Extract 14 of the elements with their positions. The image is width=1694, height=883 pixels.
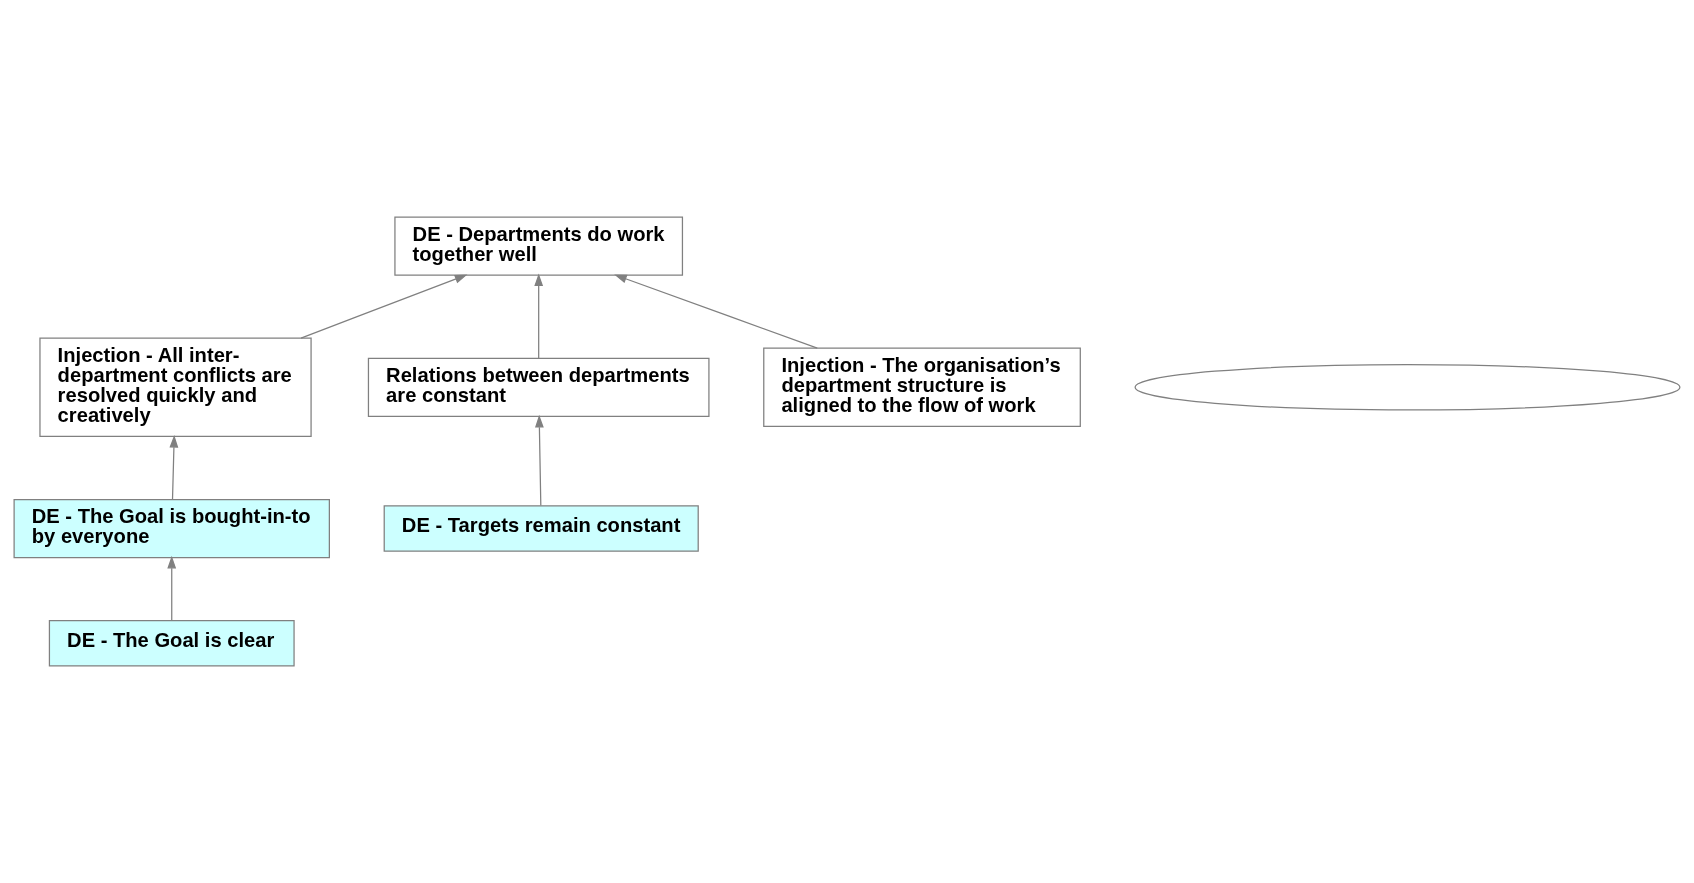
node-box: Injection - All inter-department conflicts are resolved quickly and creatively: [39, 337, 312, 438]
node-box: DE - Departments do work together well: [394, 216, 684, 276]
node-box: Injection - The organisation’s department structure is aligned to the flow of work: [763, 347, 1081, 427]
node-box: DE - The Goal is clear: [48, 619, 295, 667]
node-ellipse: [1134, 363, 1681, 411]
node-box: DE - Targets remain constant: [383, 505, 699, 552]
arrow: [300, 274, 468, 339]
arrow: [169, 434, 179, 500]
arrow: [534, 414, 544, 507]
arrow: [167, 555, 177, 621]
arrow: [614, 274, 818, 349]
node-box: Relations between departments are constant: [367, 357, 710, 417]
arrow: [534, 273, 544, 359]
node-box: DE - The Goal is bought-in-to by everyone: [13, 498, 330, 559]
